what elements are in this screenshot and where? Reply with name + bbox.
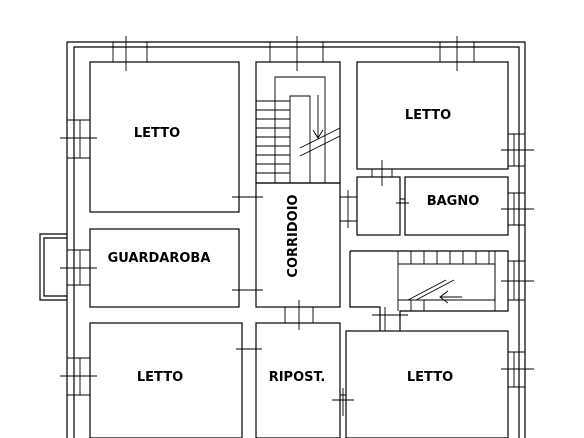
balcony-stub [39,233,67,301]
room-letto-bottom-left [89,322,243,438]
openings [60,36,534,416]
label-letto-top-left: LETTO [134,126,180,141]
label-letto-bottom-right: LETTO [407,370,453,385]
room-letto-top-right [356,61,509,170]
lower-stair [397,251,496,311]
room-letto-bottom-right [345,330,509,438]
label-guardaroba: GUARDAROBA [108,251,211,266]
label-bagno: BAGNO [427,194,480,209]
corridor-left-wall [349,251,381,331]
room-letto-top-left [89,61,240,213]
room-bagno [404,176,509,236]
room-guardaroba [89,228,240,308]
room-disimpegno [356,176,401,236]
label-letto-bottom-left: LETTO [137,370,183,385]
label-letto-top-right: LETTO [405,108,451,123]
room-ripostiglio [255,322,341,438]
upper-stair [255,61,341,184]
corridor-right-wall [350,250,509,331]
label-ripostiglio: RIPOST. [269,370,326,385]
label-corridoio: CORRIDOIO [286,194,301,277]
